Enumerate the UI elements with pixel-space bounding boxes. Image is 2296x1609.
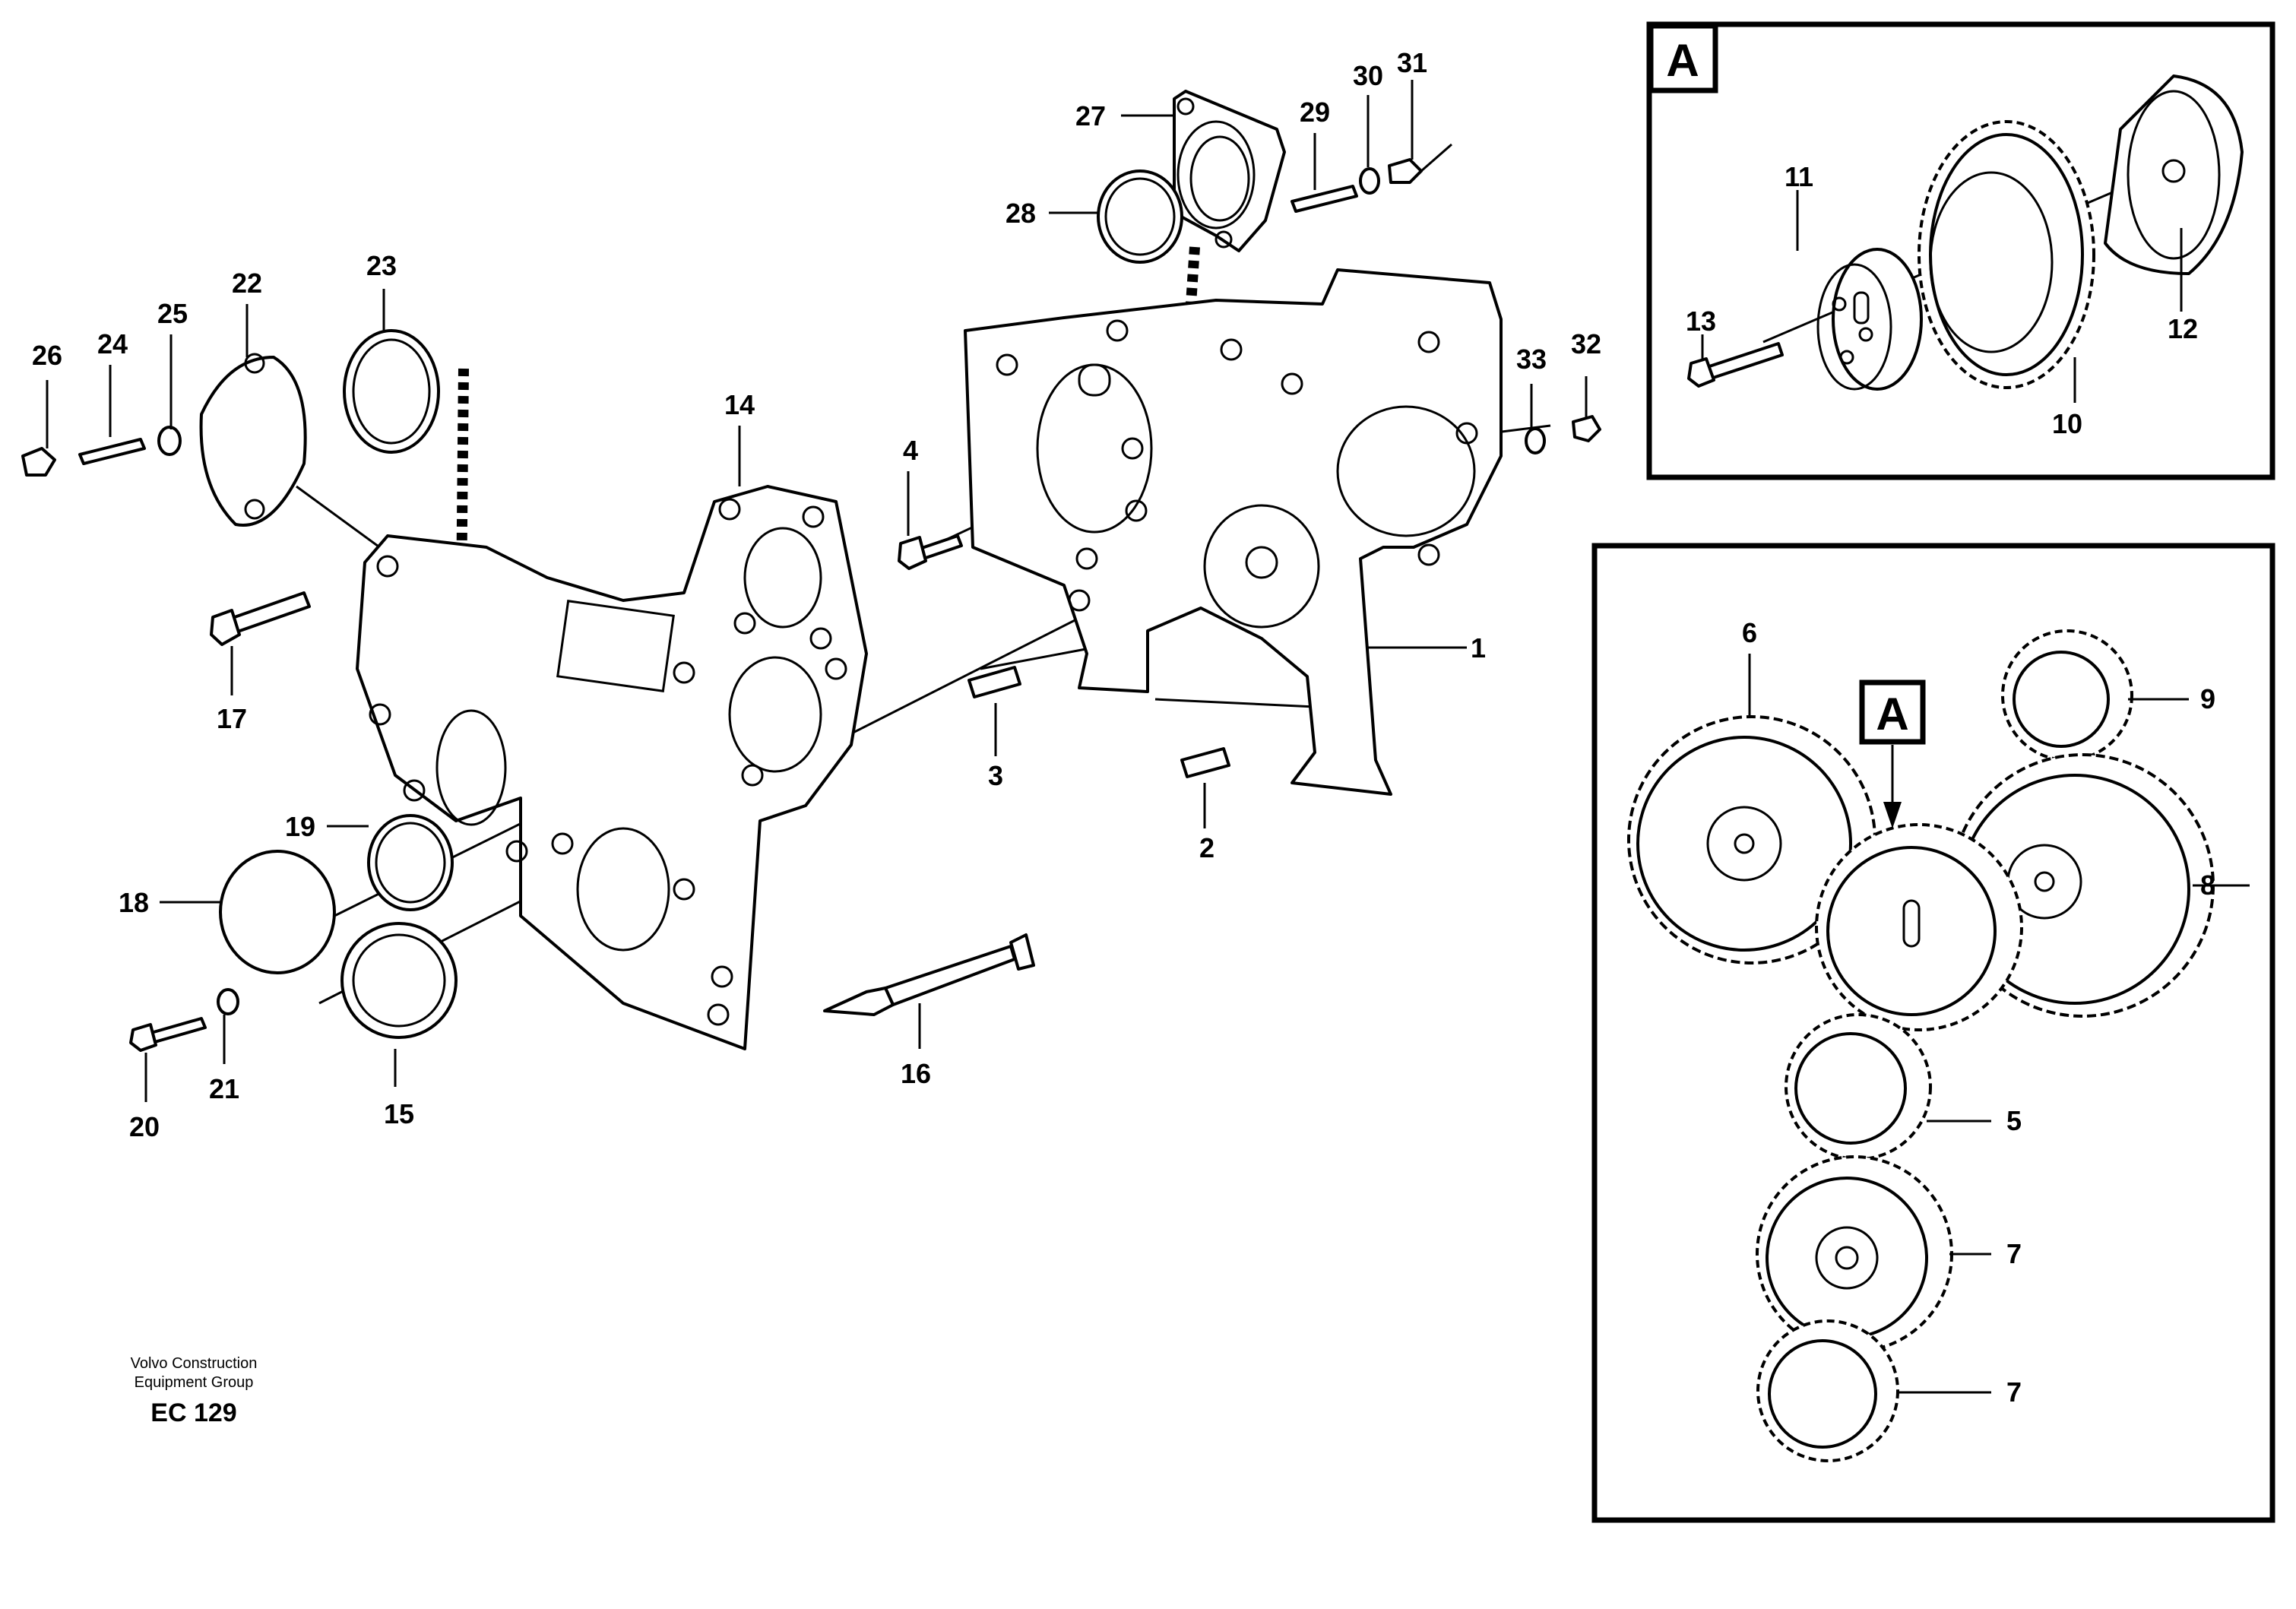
callout-15: 15: [384, 1098, 414, 1129]
callout-29: 29: [1300, 97, 1330, 128]
bolt-17-head: [210, 609, 241, 646]
callout-19: 19: [285, 811, 315, 842]
footer-company-line2: Equipment Group: [135, 1374, 254, 1391]
footer-company-line1: Volvo Construction: [131, 1355, 258, 1372]
timing-housing-1: [964, 268, 1503, 796]
callout-22: 22: [232, 268, 262, 299]
detail-box-a-label: A: [1666, 35, 1699, 86]
gear-9: [2001, 629, 2133, 762]
callout-6: 6: [1742, 617, 1757, 648]
o-ring-28: [1097, 169, 1183, 264]
callout-26: 26: [32, 340, 62, 371]
o-ring-19-inner: [375, 822, 446, 904]
main-exploded-view: 1 2 3 4 14 15 16 17 18 19 20 21 22 23 24…: [21, 47, 1601, 1142]
washer-25: [157, 426, 182, 456]
callout-5: 5: [2006, 1105, 2022, 1136]
nut-26: [21, 447, 56, 477]
callout-14: 14: [724, 389, 755, 420]
washer-21: [217, 988, 239, 1015]
bolt-20-head: [129, 1023, 157, 1052]
o-ring-23: [343, 329, 440, 454]
marker-arrowhead: [1883, 802, 1902, 828]
callout-21: 21: [209, 1073, 239, 1104]
callout-20: 20: [129, 1111, 160, 1142]
callout-31: 31: [1397, 47, 1427, 78]
gear-7-lower: [1756, 1319, 1899, 1462]
gear-train-marker: A: [1876, 689, 1908, 740]
stud-24: [78, 438, 146, 465]
sealant-tube-16: [823, 933, 1035, 1016]
cover-18: [219, 850, 336, 974]
axis-31: [1420, 143, 1452, 173]
bolt-13: [1687, 342, 1784, 388]
callout-11: 11: [1785, 161, 1813, 192]
detail-box-a-frame: [1646, 21, 2275, 480]
nut-31: [1388, 158, 1423, 184]
bolt-4: [918, 534, 963, 560]
callout-25: 25: [157, 298, 188, 329]
bolt-17: [226, 591, 311, 635]
gear-7-upper: [1756, 1155, 1953, 1353]
gear-train-frame: [1591, 543, 2275, 1523]
gear-train-box: A 6 9 8 5 7 7: [1591, 543, 2275, 1523]
callout-10: 10: [2052, 408, 2082, 439]
hub-11: [1816, 248, 1923, 391]
callout-17: 17: [217, 703, 247, 734]
footer: Volvo Construction Equipment Group EC 12…: [131, 1355, 258, 1427]
callout-23: 23: [366, 250, 397, 281]
thrust-plate-12: [2104, 74, 2244, 275]
dowel-pin-2: [1180, 747, 1230, 778]
timing-cover-14: [356, 485, 868, 1050]
dowel-pin-3: [967, 666, 1021, 698]
seal-15-inner: [352, 933, 446, 1028]
o-ring-19: [367, 814, 454, 911]
callout-33: 33: [1516, 344, 1547, 375]
gear-5: [1785, 1013, 1932, 1161]
gear-6: [1627, 715, 1876, 964]
plug-32: [1572, 415, 1601, 442]
callout-24: 24: [97, 328, 128, 359]
alignment-line-2: [1154, 698, 1316, 708]
detail-box-a: A: [1646, 21, 2275, 480]
washer-30: [1359, 167, 1380, 195]
washer-33: [1525, 427, 1546, 455]
o-ring-28-inner: [1104, 177, 1176, 256]
alignment-line-3: [980, 645, 1103, 670]
callout-16: 16: [901, 1058, 931, 1089]
gear-train-marker-frame: [1859, 679, 1926, 745]
cover-plate-27: [1173, 90, 1286, 252]
gear-a: [1815, 823, 2023, 1031]
bolt-4-head: [898, 536, 927, 570]
cover-plate-22: [199, 353, 307, 527]
callout-2: 2: [1199, 832, 1215, 863]
callout-28: 28: [1005, 198, 1036, 229]
callout-13: 13: [1686, 306, 1716, 337]
gear-10: [1918, 120, 2095, 389]
callout-18: 18: [119, 887, 149, 918]
callout-32: 32: [1571, 328, 1601, 359]
callout-7b: 7: [2006, 1376, 2022, 1408]
bolt-20: [147, 1017, 207, 1044]
seal-15: [340, 922, 458, 1039]
callout-8: 8: [2200, 869, 2215, 901]
callout-12: 12: [2168, 313, 2198, 344]
callout-4: 4: [903, 435, 918, 466]
stud-29: [1291, 185, 1358, 213]
callout-30: 30: [1353, 60, 1383, 91]
footer-code: EC 129: [150, 1398, 236, 1427]
o-ring-23-inner: [352, 338, 431, 445]
callout-27: 27: [1075, 100, 1106, 131]
callout-7a: 7: [2006, 1238, 2022, 1269]
callout-3: 3: [988, 760, 1003, 791]
callout-9: 9: [2200, 683, 2215, 714]
callout-1: 1: [1471, 632, 1486, 664]
detail-box-a-label-frame: [1648, 23, 1718, 93]
